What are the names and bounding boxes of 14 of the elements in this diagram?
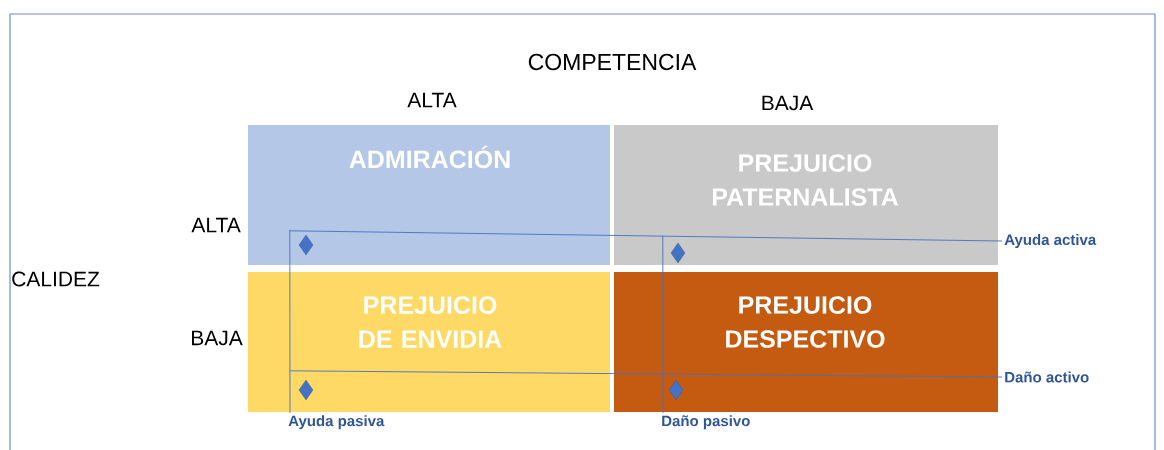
leader-label: Daño activo [1005,371,1089,383]
leader-line [289,229,291,414]
leader-label: Ayuda pasiva [288,415,385,430]
leader-line [662,235,664,414]
axis-level: ALTA [191,217,241,233]
leader-line [289,370,1003,378]
leader-line [289,230,1003,242]
quadrant-box: PREJUICIO DE ENVIDIA [248,272,610,412]
leader-label: Daño pasivo [662,415,750,430]
leader-label: Ayuda activa [1004,234,1097,248]
axis-title: COMPETENCIA [528,53,697,71]
axis-title: CALIDEZ [12,271,100,287]
quadrant-box: ADMIRACIÓN [248,125,610,265]
quadrant-box: PREJUICIO DESPECTIVO [614,272,998,412]
